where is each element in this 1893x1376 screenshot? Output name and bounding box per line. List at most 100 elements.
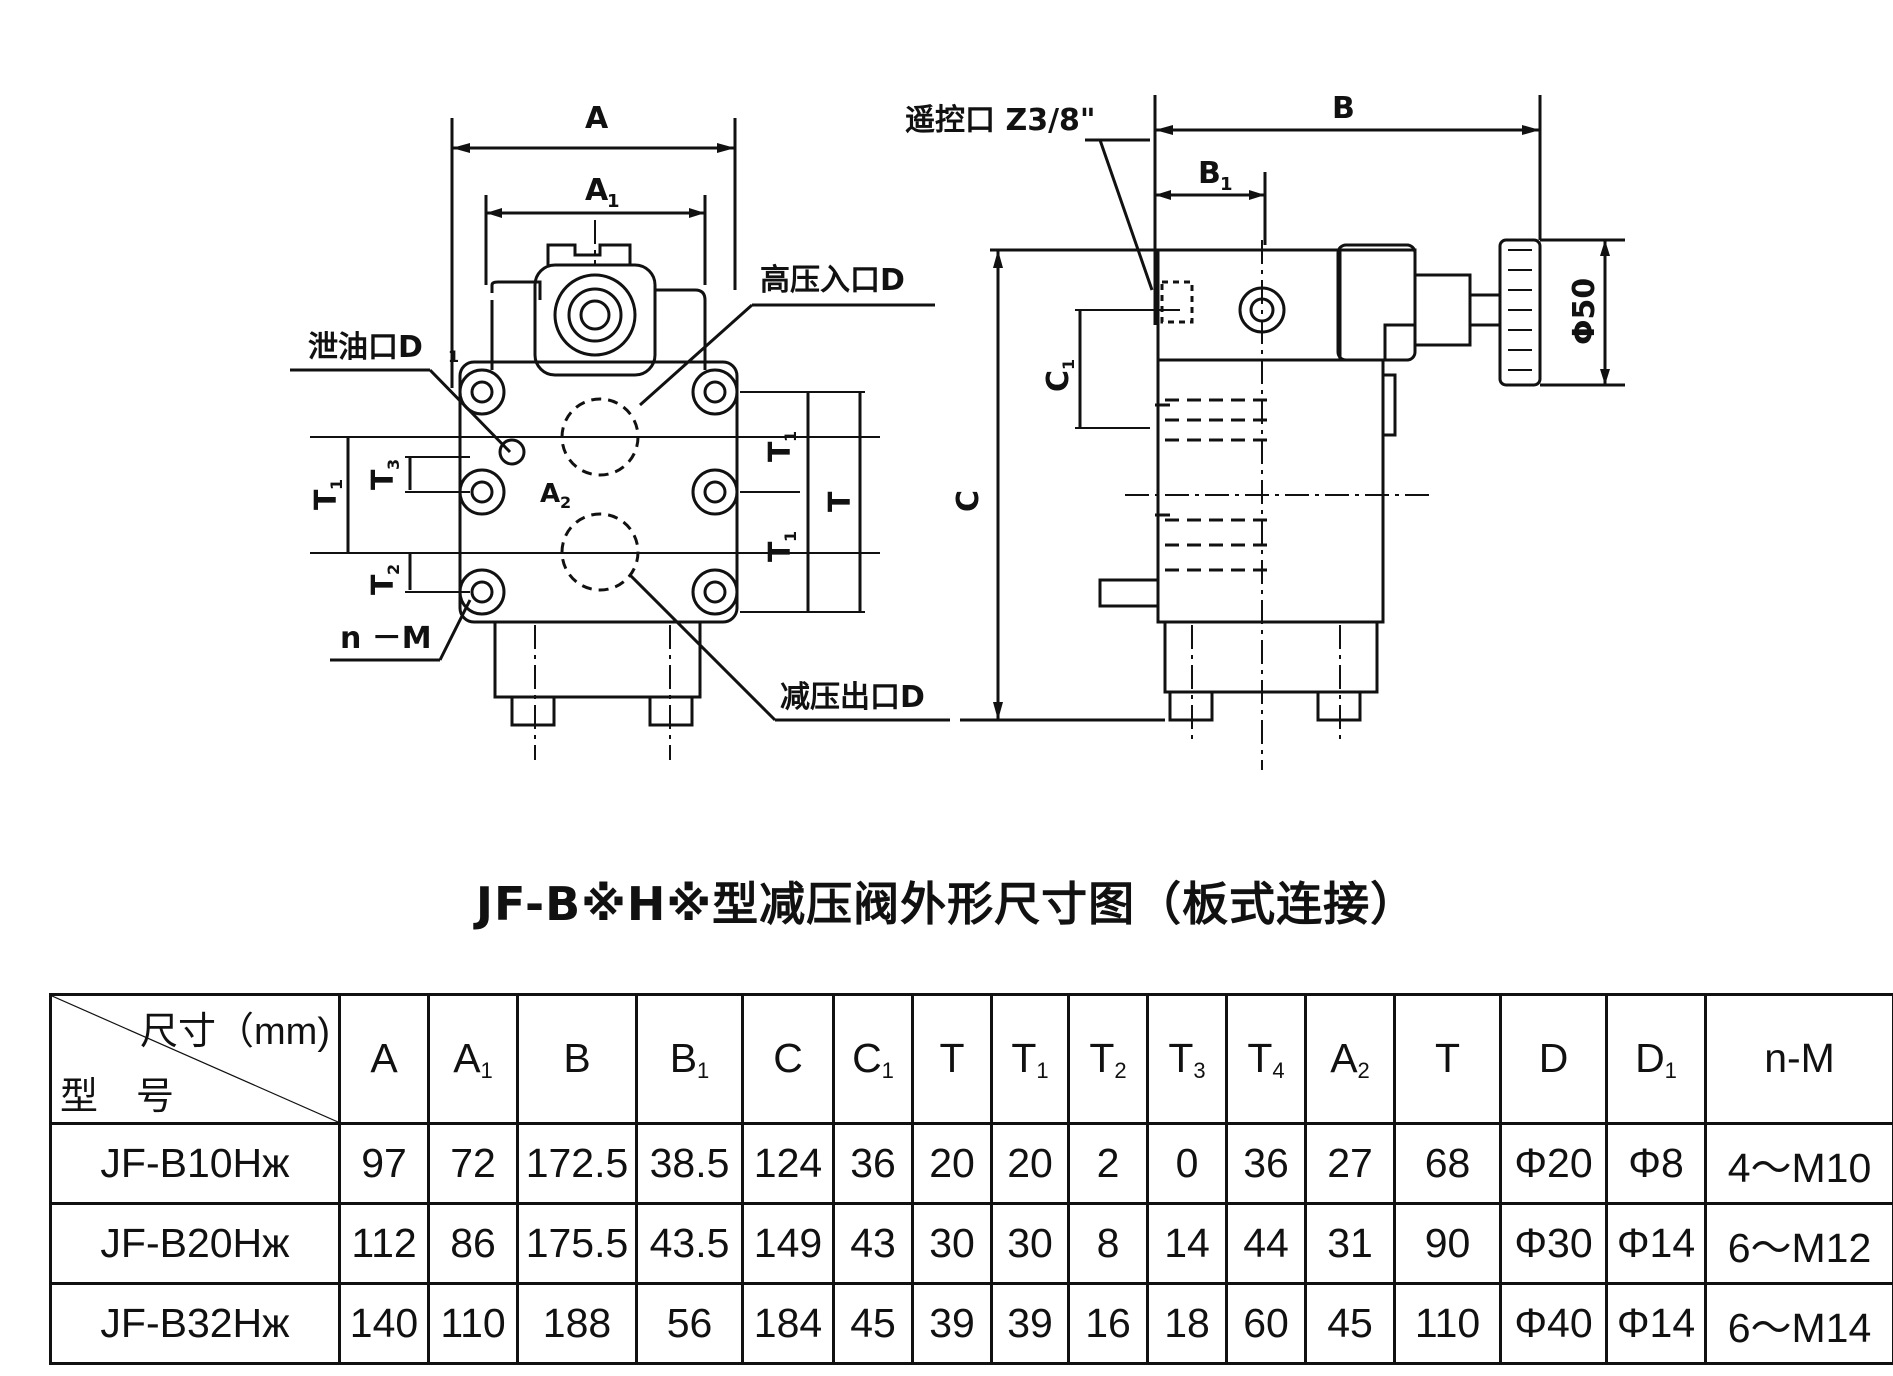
col-header: T: [1393, 993, 1502, 1125]
valve-outline-drawing: A A 1 B B 1 高压入口D 泄油口D 1 n －M 减压出口D 遥控口 …: [290, 91, 1625, 770]
table-cell: 68: [1393, 1122, 1502, 1205]
table-cell: 39: [990, 1282, 1070, 1365]
table-cell: 31: [1304, 1202, 1396, 1285]
table-cell: 36: [1225, 1122, 1307, 1205]
dim-A1-label: A: [585, 173, 609, 208]
col-header: n-M: [1704, 993, 1893, 1125]
corner-model-label: 型 号: [60, 1076, 175, 1118]
table-cell: 44: [1225, 1202, 1307, 1285]
dim-T1-left-sub: 1: [327, 479, 346, 490]
label-remote-port: 遥控口 Z3/8": [905, 103, 1096, 138]
label-inlet: 高压入口D: [760, 263, 905, 298]
corner-header-cell: 尺寸（mm) 型 号: [49, 993, 341, 1125]
table-cell: 43.5: [635, 1202, 744, 1285]
drawing-title: JF-B※H※型减压阀外形尺寸图（板式连接）: [475, 877, 1418, 931]
dim-A2-sub: 2: [560, 493, 571, 512]
table-cell: 39: [911, 1282, 993, 1365]
dim-A2-label: A: [540, 479, 560, 509]
table-cell: 14: [1146, 1202, 1228, 1285]
table-cell: 110: [1393, 1282, 1502, 1365]
table-cell: 172.5: [516, 1122, 638, 1205]
col-header: B: [516, 993, 638, 1125]
col-header: D1: [1605, 993, 1707, 1125]
col-header: B1: [635, 993, 744, 1125]
model-cell: JF-B32Hж: [49, 1282, 341, 1365]
table-header-row: 尺寸（mm) 型 号 A A1 B B1 C C1 T T1 T2 T3 T4 …: [49, 993, 1893, 1125]
dim-T3-sub: 3: [384, 459, 403, 470]
table-cell: 27: [1304, 1122, 1396, 1205]
table-cell: Φ20: [1499, 1122, 1608, 1205]
dim-T3-label: T: [366, 469, 401, 490]
table-cell: 30: [911, 1202, 993, 1285]
table-row: JF-B10Hж 97 72 172.5 38.5 124 36 20 20 2…: [49, 1122, 1893, 1205]
dim-C-label: C: [951, 490, 986, 512]
table-row: JF-B32Hж 140 110 188 56 184 45 39 39 16 …: [49, 1282, 1893, 1365]
dim-T2-label: T: [366, 574, 401, 595]
dim-phi50-label: Φ50: [1567, 278, 1602, 345]
dim-T-label: T: [823, 491, 858, 512]
table-cell: 0: [1146, 1122, 1228, 1205]
table-cell: 112: [338, 1202, 430, 1285]
dimension-table: 尺寸（mm) 型 号 A A1 B B1 C C1 T T1 T2 T3 T4 …: [49, 993, 1893, 1365]
table-cell: Φ30: [1499, 1202, 1608, 1285]
col-header: A: [338, 993, 430, 1125]
table-cell: Φ40: [1499, 1282, 1608, 1365]
label-drain: 泄油口D: [308, 330, 423, 365]
dim-A-label: A: [585, 101, 609, 136]
dim-B-label: B: [1332, 91, 1355, 126]
col-header: T4: [1225, 993, 1307, 1125]
model-cell: JF-B20Hж: [49, 1202, 341, 1285]
dim-B1-sub: 1: [1220, 174, 1233, 195]
table-cell: 38.5: [635, 1122, 744, 1205]
col-header: A1: [427, 993, 519, 1125]
table-cell: 2: [1067, 1122, 1149, 1205]
dim-C1-label: C: [1041, 370, 1076, 392]
table-cell: Φ14: [1605, 1202, 1707, 1285]
table-cell: 97: [338, 1122, 430, 1205]
label-outlet: 减压出口D: [780, 680, 925, 715]
table-cell: 45: [1304, 1282, 1396, 1365]
model-cell: JF-B10Hж: [49, 1122, 341, 1205]
col-header: A2: [1304, 993, 1396, 1125]
table-cell: 86: [427, 1202, 519, 1285]
col-header: C1: [832, 993, 914, 1125]
corner-diagonal: [52, 996, 338, 1122]
table-cell: 20: [911, 1122, 993, 1205]
table-cell: 56: [635, 1282, 744, 1365]
dim-T1-left-label: T: [309, 489, 344, 510]
dim-T2-sub: 2: [384, 564, 403, 575]
label-nm: n －M: [340, 621, 432, 656]
table-cell: Φ8: [1605, 1122, 1707, 1205]
col-header: C: [741, 993, 835, 1125]
dim-A1-sub: 1: [607, 191, 620, 212]
dim-T1-right-lower-label: T: [763, 541, 798, 562]
table-cell: 90: [1393, 1202, 1502, 1285]
table-cell: 110: [427, 1282, 519, 1365]
table-cell: 6～M12: [1704, 1202, 1893, 1285]
table-cell: Φ14: [1605, 1282, 1707, 1365]
table-cell: 18: [1146, 1282, 1228, 1365]
table-cell: 6～M14: [1704, 1282, 1893, 1365]
table-row: JF-B20Hж 112 86 175.5 43.5 149 43 30 30 …: [49, 1202, 1893, 1285]
table-cell: 175.5: [516, 1202, 638, 1285]
col-header: T2: [1067, 993, 1149, 1125]
dim-T1-right-upper-label: T: [763, 441, 798, 462]
table-cell: 30: [990, 1202, 1070, 1285]
dim-T1-right-upper-sub: 1: [781, 431, 800, 442]
table-cell: 4～M10: [1704, 1122, 1893, 1205]
table-cell: 16: [1067, 1282, 1149, 1365]
table-cell: 60: [1225, 1282, 1307, 1365]
table-cell: 43: [832, 1202, 914, 1285]
col-header: T: [911, 993, 993, 1125]
col-header: T1: [990, 993, 1070, 1125]
col-header: D: [1499, 993, 1608, 1125]
table-cell: 20: [990, 1122, 1070, 1205]
corner-dimension-label: 尺寸（mm): [140, 1011, 330, 1053]
table-cell: 184: [741, 1282, 835, 1365]
dim-B1-label: B: [1198, 156, 1221, 191]
table-cell: 149: [741, 1202, 835, 1285]
table-cell: 140: [338, 1282, 430, 1365]
label-drain-sub: 1: [448, 347, 459, 366]
table-cell: 124: [741, 1122, 835, 1205]
table-cell: 8: [1067, 1202, 1149, 1285]
